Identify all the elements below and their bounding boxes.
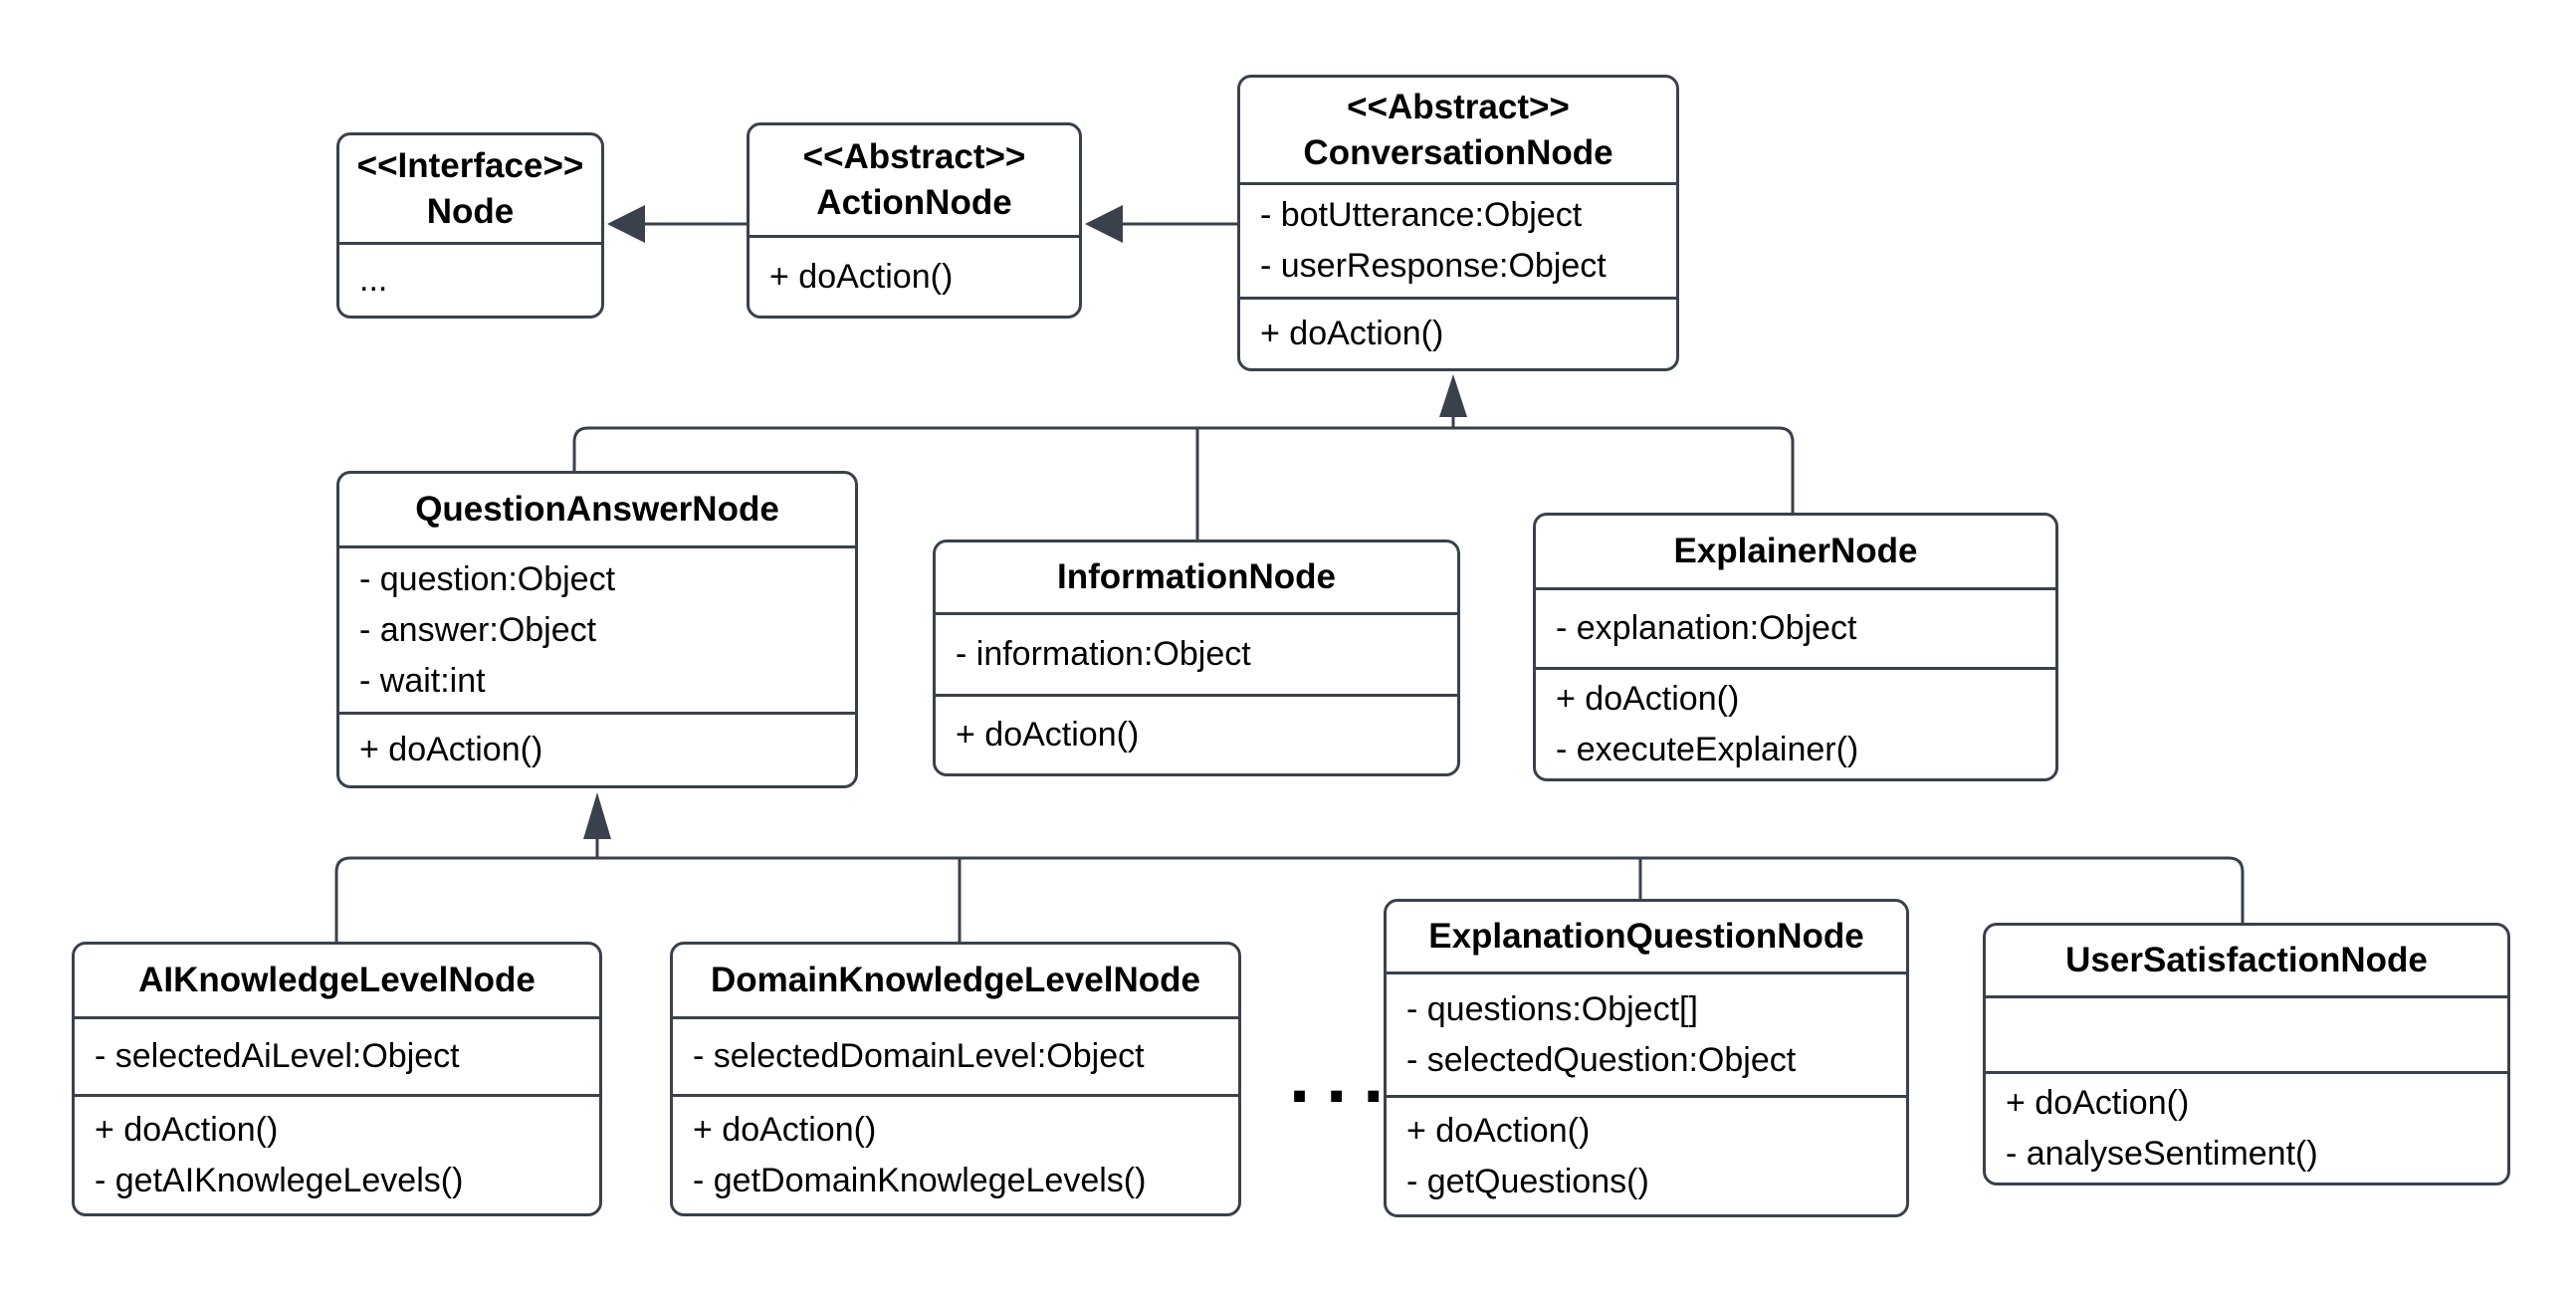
class-aiknowledgelevelnode-name: AIKnowledgeLevelNode: [138, 961, 536, 999]
class-actionnode-methods: + doAction(): [750, 235, 1079, 316]
class-informationnode-name: InformationNode: [1057, 557, 1336, 596]
class-actionnode: <<Abstract>> ActionNode + doAction(): [747, 122, 1082, 319]
class-informationnode-title: InformationNode: [936, 542, 1457, 612]
class-questionanswernode-title: QuestionAnswerNode: [339, 474, 855, 545]
edge-rail-questionanswer: [334, 856, 2245, 944]
class-questionanswernode-name: QuestionAnswerNode: [415, 490, 779, 529]
class-node: <<Interface>> Node ...: [336, 132, 604, 319]
class-explanationquestionnode-methods: + doAction() - getQuestions(): [1387, 1095, 1906, 1214]
class-domainknowledgelevelnode: DomainKnowledgeLevelNode - selectedDomai…: [670, 942, 1241, 1216]
class-usersatisfactionnode: UserSatisfactionNode + doAction() - anal…: [1983, 923, 2510, 1185]
class-domainknowledgelevelnode-name: DomainKnowledgeLevelNode: [710, 961, 1201, 999]
class-conversationnode-methods: + doAction(): [1240, 297, 1676, 368]
class-questionanswernode: QuestionAnswerNode - question:Object - a…: [336, 471, 858, 788]
class-aiknowledgelevelnode-methods: + doAction() - getAIKnowlegeLevels(): [75, 1094, 599, 1213]
arrowhead-to-actionnode: [1085, 205, 1123, 243]
class-explainernode-title: ExplainerNode: [1536, 516, 2055, 587]
class-aiknowledgelevelnode-attributes: - selectedAiLevel:Object: [75, 1016, 599, 1094]
class-node-title: <<Interface>> Node: [339, 135, 601, 242]
class-usersatisfactionnode-title: UserSatisfactionNode: [1986, 926, 2507, 995]
class-actionnode-stereotype: <<Abstract>>: [802, 137, 1026, 176]
class-aiknowledgelevelnode-title: AIKnowledgeLevelNode: [75, 945, 599, 1016]
class-node-stereotype: <<Interface>>: [356, 145, 584, 185]
class-domainknowledgelevelnode-attributes: - selectedDomainLevel:Object: [673, 1016, 1238, 1094]
edge-rail-conversation: [572, 426, 1795, 515]
class-informationnode: InformationNode - information:Object + d…: [933, 539, 1460, 776]
class-conversationnode-stereotype: <<Abstract>>: [1347, 87, 1570, 126]
arrowhead-to-node: [607, 205, 645, 243]
class-explanationquestionnode-attributes: - questions:Object[] - selectedQuestion:…: [1387, 971, 1906, 1095]
class-conversationnode-attributes: - botUtterance:Object - userResponse:Obj…: [1240, 182, 1676, 297]
class-explainernode: ExplainerNode - explanation:Object + doA…: [1533, 513, 2058, 781]
class-node-attributes: ...: [339, 242, 601, 316]
class-explanationquestionnode-name: ExplanationQuestionNode: [1428, 917, 1864, 956]
class-domainknowledgelevelnode-methods: + doAction() - getDomainKnowlegeLevels(): [673, 1094, 1238, 1213]
class-informationnode-methods: + doAction(): [936, 694, 1457, 773]
class-explainernode-attributes: - explanation:Object: [1536, 587, 2055, 667]
arrowhead-to-conversationnode: [1439, 374, 1467, 417]
class-node-name: Node: [426, 191, 515, 231]
arrowhead-to-questionanswernode: [583, 792, 611, 839]
class-questionanswernode-attributes: - question:Object - answer:Object - wait…: [339, 545, 855, 712]
class-actionnode-name: ActionNode: [816, 183, 1012, 222]
class-questionanswernode-methods: + doAction(): [339, 712, 855, 785]
class-conversationnode: <<Abstract>> ConversationNode - botUtter…: [1237, 75, 1679, 371]
class-explainernode-name: ExplainerNode: [1673, 532, 1918, 570]
class-conversationnode-name: ConversationNode: [1303, 132, 1613, 172]
class-actionnode-title: <<Abstract>> ActionNode: [750, 125, 1079, 235]
class-conversationnode-title: <<Abstract>> ConversationNode: [1240, 78, 1676, 182]
class-usersatisfactionnode-attributes: [1986, 995, 2507, 1071]
class-explanationquestionnode: ExplanationQuestionNode - questions:Obje…: [1384, 899, 1909, 1217]
class-informationnode-attributes: - information:Object: [936, 612, 1457, 694]
class-explanationquestionnode-title: ExplanationQuestionNode: [1387, 902, 1906, 971]
class-usersatisfactionnode-methods: + doAction() - analyseSentiment(): [1986, 1071, 2507, 1183]
class-domainknowledgelevelnode-title: DomainKnowledgeLevelNode: [673, 945, 1238, 1016]
class-explainernode-methods: + doAction() - executeExplainer(): [1536, 667, 2055, 778]
class-aiknowledgelevelnode: AIKnowledgeLevelNode - selectedAiLevel:O…: [72, 942, 602, 1216]
class-usersatisfactionnode-name: UserSatisfactionNode: [2065, 941, 2428, 979]
